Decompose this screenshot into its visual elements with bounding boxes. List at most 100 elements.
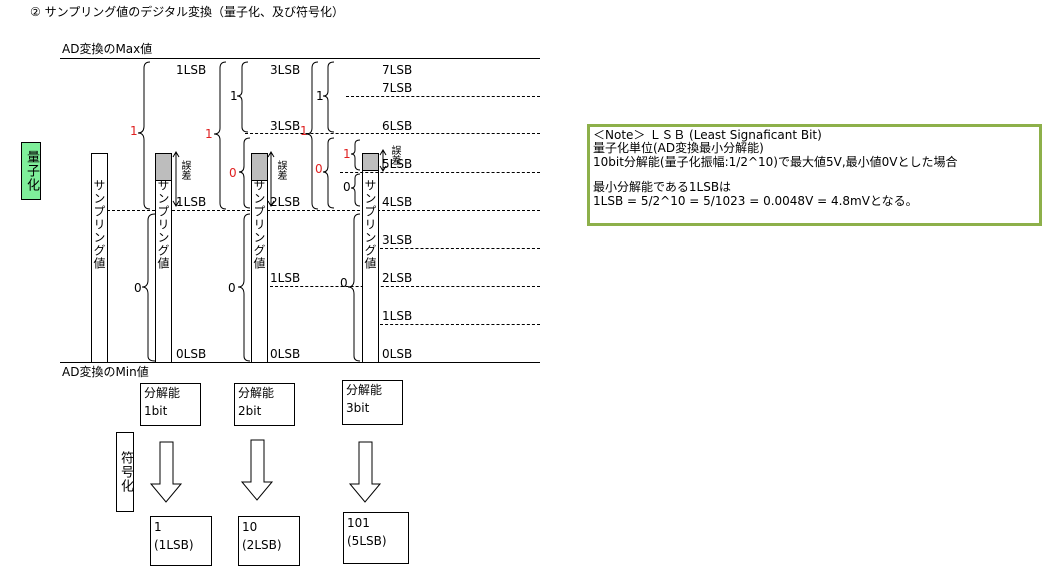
panel3-code-box: 101 (5LSB)	[343, 512, 409, 564]
panel3-code-fine-bottom: 0	[343, 180, 351, 194]
note-box: ＜Note＞ ＬＳＢ (Least Signaficant Bit) 量子化単位…	[587, 124, 1042, 226]
note-heading: ＜Note＞ ＬＳＢ (Least Signaficant Bit)	[593, 128, 822, 142]
min-line	[60, 362, 540, 363]
panel2-lsb-2: 2LSB	[270, 195, 301, 209]
panel2-code-upper: 1	[230, 89, 238, 103]
panel3-error-label: 誤差	[389, 145, 400, 165]
panel3-code-value: 101	[347, 516, 370, 530]
panel2-code-value: 10	[242, 520, 258, 534]
panel2-code-box: 10 (2LSB)	[238, 516, 300, 566]
panel1-resolution-bits: 1bit	[144, 404, 168, 418]
sample-level-line	[107, 210, 540, 211]
panel1-down-arrow	[149, 441, 183, 503]
panel2-lsb-3a: 3LSB	[270, 63, 301, 77]
panel2-code-middle: 0	[229, 166, 237, 180]
panel1-lsb-1a: 1LSB	[176, 63, 207, 77]
panel3-line-1lsb	[380, 324, 540, 325]
panel3-brace-top	[305, 61, 319, 210]
panel3-code-top: 1	[300, 124, 308, 138]
panel3-error-arrow	[379, 149, 387, 172]
panel3-code-fine-top: 1	[343, 147, 351, 161]
panel2-brace-middle	[238, 137, 251, 209]
ad-max-label: AD変換のMax値	[62, 42, 153, 56]
panel3-code-middle: 0	[315, 162, 323, 176]
sampling-bar: サンプリング値	[91, 153, 108, 363]
panel1-brace-top	[137, 61, 151, 210]
panel2-error-block	[251, 153, 268, 181]
panel2-line-3lsb	[245, 133, 540, 134]
panel1-code-bottom: 0	[134, 281, 142, 295]
panel2-sample-label: サンプリング値	[252, 179, 266, 270]
note-line-4: 1LSB = 5/2^10 = 5/1023 = 0.0048V = 4.8mV…	[593, 194, 918, 208]
panel3-brace-fine-bottom	[350, 173, 361, 207]
note-line-1: 量子化単位(AD変換最小分解能)	[593, 141, 764, 155]
panel2-line-1lsb	[270, 286, 540, 287]
panel3-code-bottom: 0	[340, 276, 348, 290]
panel1-code-value: 1	[154, 520, 162, 534]
panel3-lsb-1: 1LSB	[382, 309, 413, 323]
panel2-lsb-1: 1LSB	[270, 271, 301, 285]
panel1-error-label: 誤差	[179, 160, 190, 180]
ad-min-label: AD変換のMin値	[62, 365, 149, 379]
panel2-brace-upper	[236, 61, 249, 133]
panel2-error-arrow	[267, 151, 275, 207]
panel1-code-box: 1 (1LSB)	[150, 516, 212, 566]
panel3-lsb-3: 3LSB	[382, 233, 413, 247]
panel1-resolution-box: 分解能 1bit	[140, 383, 201, 426]
panel2-sample-bar: サンプリング値	[251, 153, 268, 363]
panel2-code-top: 1	[205, 127, 213, 141]
panel1-lsb-0: 0LSB	[176, 347, 207, 361]
panel3-sample-label: サンプリング値	[363, 179, 377, 270]
panel3-sample-bar: サンプリング値	[362, 153, 379, 363]
quantize-label: 量子化	[21, 142, 41, 200]
panel1-brace-bottom	[141, 213, 156, 362]
panel2-resolution-box: 分解能 2bit	[234, 383, 295, 426]
note-line-2: 10bit分解能(量子化振幅:1/2^10)で最大値5V,最小値0Vとした場合	[593, 155, 958, 169]
panel2-error-label: 誤差	[275, 160, 286, 180]
panel2-resolution-bits: 2bit	[238, 404, 262, 418]
panel3-lsb-0: 0LSB	[382, 347, 413, 361]
panel2-down-arrow	[240, 439, 274, 501]
panel3-code-upper: 1	[316, 89, 324, 103]
panel1-code-lsb: (1LSB)	[154, 538, 194, 552]
panel1-error-block	[155, 153, 172, 181]
note-line-3: 最小分解能である1LSBは	[593, 180, 732, 194]
encode-label: 符号化	[116, 432, 134, 512]
panel2-brace-top	[213, 61, 227, 210]
max-line	[60, 58, 540, 59]
panel2-resolution-title: 分解能	[238, 386, 275, 400]
panel1-code-top: 1	[130, 124, 138, 138]
panel3-resolution-title: 分解能	[346, 383, 383, 397]
sampling-bar-label: サンプリング値	[92, 179, 106, 270]
panel3-down-arrow	[348, 441, 382, 503]
page-title: ② サンプリング値のデジタル変換（量子化、及び符号化）	[30, 5, 344, 19]
panel2-code-bottom: 0	[228, 281, 236, 295]
panel3-lsb-7a: 7LSB	[382, 63, 413, 77]
panel3-lsb-2: 2LSB	[382, 271, 413, 285]
panel3-brace-bottom	[347, 213, 361, 362]
panel1-lsb-1b: 1LSB	[176, 195, 207, 209]
panel2-lsb-3b: 3LSB	[270, 119, 301, 133]
panel3-resolution-box: 分解能 3bit	[342, 380, 403, 425]
panel3-brace-middle	[322, 137, 335, 209]
panel3-lsb-5: 5LSB	[382, 157, 413, 171]
panel3-line-7lsb	[346, 96, 540, 97]
panel3-resolution-bits: 3bit	[346, 401, 370, 415]
panel2-code-lsb: (2LSB)	[242, 538, 282, 552]
panel3-error-block	[362, 153, 379, 171]
panel3-lsb-4: 4LSB	[382, 195, 413, 209]
panel3-lsb-7b: 7LSB	[382, 81, 413, 95]
panel3-line-5lsb	[340, 172, 540, 173]
panel2-lsb-0: 0LSB	[270, 347, 301, 361]
panel1-resolution-title: 分解能	[144, 386, 181, 400]
panel1-sample-bar: サンプリング値	[155, 153, 172, 363]
panel3-brace-fine-top	[350, 139, 361, 171]
panel3-code-lsb: (5LSB)	[347, 534, 387, 548]
panel1-sample-label: サンプリング値	[156, 179, 170, 270]
panel3-line-3lsb	[380, 248, 540, 249]
panel1-error-arrow	[172, 151, 180, 207]
panel2-brace-bottom	[237, 213, 251, 362]
panel3-lsb-6: 6LSB	[382, 119, 413, 133]
panel3-brace-upper	[322, 61, 335, 133]
